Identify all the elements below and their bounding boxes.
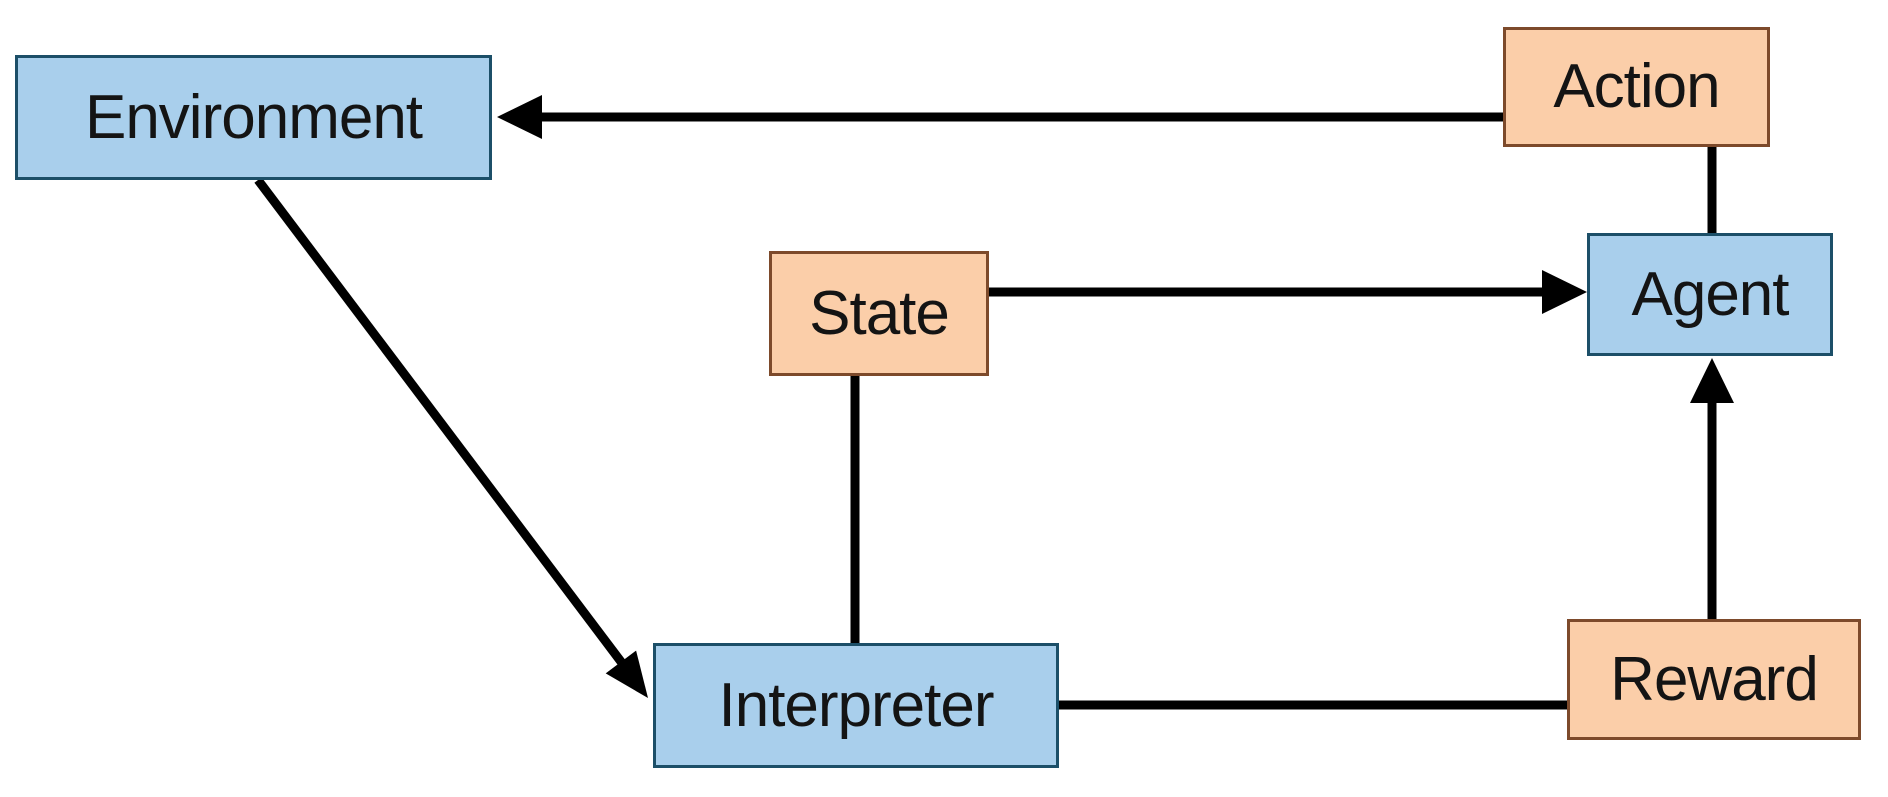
node-agent-label: Agent <box>1631 259 1789 329</box>
edge-action-to-environment <box>497 95 1503 139</box>
edge-environment-to-interpreter <box>254 177 648 698</box>
node-agent: Agent <box>1587 233 1833 356</box>
node-environment: Environment <box>15 55 492 180</box>
node-action: Action <box>1503 27 1770 147</box>
arrowhead-down-right-icon <box>605 650 648 698</box>
node-reward: Reward <box>1567 619 1861 740</box>
node-interpreter-label: Interpreter <box>718 670 994 740</box>
node-reward-label: Reward <box>1610 644 1819 714</box>
arrowhead-right-icon <box>1542 270 1587 314</box>
edge-state-to-agent <box>989 270 1587 314</box>
node-environment-label: Environment <box>84 82 423 152</box>
node-state-label: State <box>809 278 950 348</box>
arrowhead-left-icon <box>497 95 542 139</box>
node-action-label: Action <box>1553 52 1720 121</box>
node-interpreter: Interpreter <box>653 643 1059 768</box>
edge-reward-to-agent <box>1690 358 1734 620</box>
node-state: State <box>769 251 989 376</box>
arrowhead-up-icon <box>1690 358 1734 403</box>
